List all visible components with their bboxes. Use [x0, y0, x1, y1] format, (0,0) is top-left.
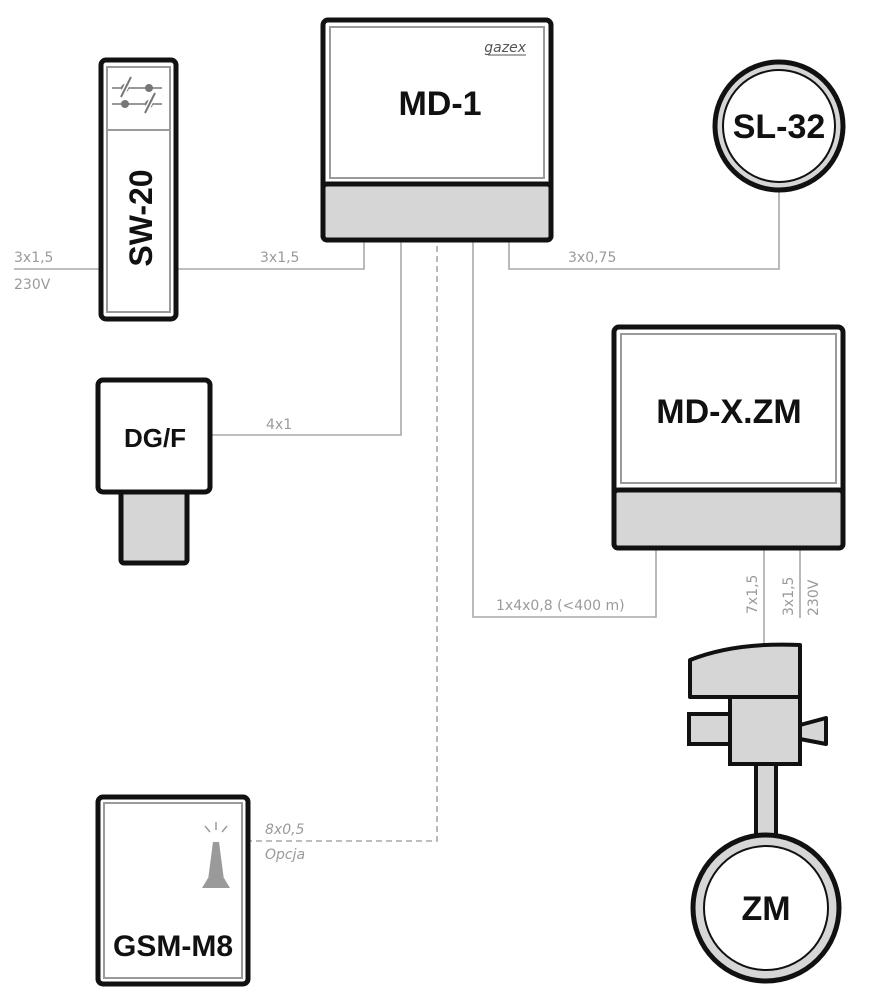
device-sl32[interactable]: SL-32 — [712, 59, 846, 193]
device-dgf[interactable]: DG/F — [95, 377, 213, 566]
wire-label-sw20-md1: 3x1,5 — [260, 250, 299, 266]
sl32-label: SL-32 — [733, 108, 826, 146]
antenna-icon — [202, 822, 230, 888]
sw20-label: SW-20 — [123, 169, 159, 266]
wire-label-gsm-a: 8x0,5 — [265, 822, 305, 838]
wires — [14, 190, 801, 842]
device-sw20[interactable]: SW-20 — [98, 57, 179, 322]
switch-icon — [112, 75, 162, 115]
wire-label-md1-sl32: 3x0,75 — [568, 250, 616, 266]
valve-knob — [798, 716, 828, 746]
wire-gsm-md1 — [246, 240, 438, 842]
zm-label: ZM — [741, 890, 790, 928]
wire-label-dgf-md1: 4x1 — [266, 417, 292, 433]
mdxzm-label: MD-X.ZM — [656, 393, 801, 431]
valve-actuator — [688, 642, 802, 699]
wire-label-power-b: 230V — [806, 579, 822, 616]
md1-label: MD-1 — [398, 85, 481, 123]
valve-body — [728, 695, 802, 766]
wire-label-md1-mdxzm: 1x4x0,8 (<400 m) — [496, 598, 625, 614]
gsm-label: GSM-M8 — [113, 930, 233, 963]
wire-md1-sl32 — [508, 190, 780, 270]
brand-logo: gazex — [484, 40, 526, 56]
wire-label-gsm-b: Opcja — [265, 847, 305, 863]
wire-label-mains-b: 230V — [14, 277, 51, 293]
device-md1[interactable]: gazex MD-1 — [320, 17, 554, 243]
valve-stem — [754, 762, 778, 844]
wire-labels: 3x1,5 230V 3x1,5 3x0,75 4x1 1x4x0,8 (<40… — [14, 250, 822, 863]
wire-label-mains-a: 3x1,5 — [14, 250, 53, 266]
dgf-label: DG/F — [124, 423, 186, 453]
device-zm[interactable]: ZM — [687, 642, 842, 984]
wire-label-power-a: 3x1,5 — [781, 577, 797, 616]
device-mdxzm[interactable]: MD-X.ZM — [611, 324, 846, 551]
valve-side-block — [687, 712, 732, 746]
device-gsm[interactable]: GSM-M8 — [95, 794, 251, 987]
wire-sw20-md1 — [176, 240, 365, 270]
wire-dgf-md1 — [210, 240, 402, 436]
wire-md1-mdxzm — [472, 240, 657, 618]
wire-label-mdxzm-zm: 7x1,5 — [745, 575, 761, 614]
